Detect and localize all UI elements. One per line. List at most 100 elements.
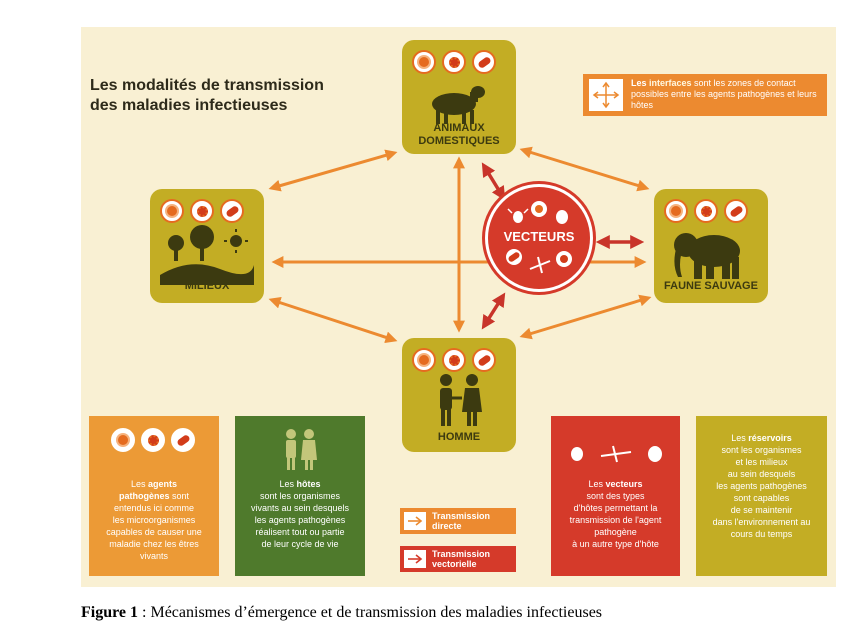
interfaces-bold: interfaces (649, 78, 692, 88)
virus-icon (190, 199, 214, 223)
bacteria-icon (724, 199, 748, 223)
bug-icon (648, 446, 662, 462)
agents-line-7: maladie chez les êtres (109, 539, 199, 549)
info-agents-text: Les agents pathogènes sont entendus ici … (95, 478, 213, 562)
germ-icon (111, 428, 135, 452)
reservoirs-line-0: Les (731, 433, 749, 443)
agents-line-0: Les (130, 479, 148, 489)
reservoirs-line-2: sont les organismes (721, 445, 802, 455)
germ-icon (412, 50, 436, 74)
reservoirs-line-5: les agents pathogènes (716, 481, 807, 491)
bacteria-icon (171, 428, 195, 452)
virus-icon (442, 348, 466, 372)
agents-line-8: vivants (139, 551, 168, 561)
germ-icon (531, 201, 547, 217)
hotes-line-0: Les (279, 479, 297, 489)
info-hotes: Les hôtes sont les organismes vivants au… (235, 416, 365, 576)
hotes-line-4: les agents pathogènes (254, 515, 346, 525)
reservoirs-line-1: réservoirs (748, 433, 792, 443)
bacteria-icon (472, 50, 496, 74)
info-hotes-text: Les hôtes sont les organismes vivants au… (241, 478, 359, 550)
legend-vectorielle-text: Transmission vectorielle (432, 549, 490, 569)
vecteurs-line-4: transmission de l'agent (569, 515, 662, 525)
legend-transmission-directe: Transmission directe (400, 508, 516, 534)
people-icon (286, 429, 317, 470)
node-label-animaux-line2: DOMESTIQUES (418, 135, 500, 147)
info-vecteurs-text: Les vecteurs sont des types d'hôtes perm… (557, 478, 674, 550)
arrow-right-icon (404, 550, 426, 568)
virus-icon (694, 199, 718, 223)
diagram-title: Les modalités de transmission des maladi… (90, 76, 324, 116)
people-icon (440, 374, 482, 426)
arrow-milieux-animaux (268, 149, 398, 192)
vecteurs-line-6: à un autre type d'hôte (572, 539, 659, 549)
vector-icons (571, 445, 662, 463)
vecteurs-line-3: d'hôtes permettant la (573, 503, 658, 513)
legend-vectorielle-line1: Transmission (432, 549, 491, 559)
reservoirs-line-7: de se maintenir (730, 505, 793, 515)
pathogen-icons (160, 199, 244, 223)
virus-icon (442, 50, 466, 74)
interfaces-prefix: Les (631, 78, 650, 88)
agents-line-4: entendus ici comme (113, 503, 195, 513)
agents-line-1: agents (148, 479, 178, 489)
node-homme: HOMME (402, 338, 516, 452)
arrow-vecteurs-animaux (481, 162, 506, 201)
node-label-faune: FAUNE SAUVAGE (664, 280, 758, 292)
pathogen-icons (412, 50, 496, 74)
legend-transmission-vectorielle: Transmission vectorielle (400, 546, 516, 572)
reservoirs-line-4: au sein desquels (727, 469, 796, 479)
bacteria-icon (220, 199, 244, 223)
pathogen-icons (412, 348, 496, 372)
reservoirs-line-8: dans l'environnement au (712, 517, 811, 527)
bug-icon (556, 210, 568, 224)
info-agents-pathogenes: Les agents pathogènes sont entendus ici … (89, 416, 219, 576)
hotes-line-1: hôtes (296, 479, 321, 489)
agents-line-3: sont (169, 491, 190, 501)
bacteria-icon (472, 348, 496, 372)
node-label-homme: HOMME (437, 431, 481, 443)
hotes-line-2: sont les organismes (259, 491, 341, 501)
node-milieux: MILIEUX (150, 189, 264, 303)
reservoirs-line-6: sont capables (733, 493, 790, 503)
virus-icon (141, 428, 165, 452)
sheep-icon (432, 86, 485, 124)
arrow-vecteurs-homme (481, 292, 506, 330)
vecteurs-line-0: Les (588, 479, 606, 489)
agents-line-6: capables de causer une (106, 527, 202, 537)
caption-text: : Mécanismes d’émergence et de transmiss… (138, 604, 603, 621)
arrow-right-icon (404, 512, 426, 530)
vecteurs-line-5: pathogène (594, 527, 637, 537)
vecteurs-node: VECTEURS (488, 187, 590, 289)
pathogen-icons (111, 428, 195, 452)
node-animaux-domestiques: ANIMAUX DOMESTIQUES (402, 40, 516, 154)
interfaces-box: Les interfaces sont les zones de contact… (583, 74, 827, 116)
vecteurs-icons (506, 201, 572, 274)
figure-caption: Figure 1 : Mécanismes d’émergence et de … (81, 604, 602, 622)
legend-vectorielle-line2: vectorielle (432, 559, 477, 569)
bacteria-icon (506, 249, 522, 265)
caption-label: Figure 1 (81, 604, 139, 621)
info-reservoirs-text: Les réservoirs sont les organismes et le… (702, 432, 821, 540)
interfaces-text: Les interfaces sont les zones de contact… (631, 78, 823, 111)
virus-icon (556, 251, 572, 267)
title-line-2: des maladies infectieuses (90, 97, 288, 114)
legend-directe-line1: Transmission (432, 511, 491, 521)
mosquito-icon (529, 256, 551, 274)
node-label-animaux-line1: ANIMAUX (433, 122, 485, 134)
hotes-line-3: vivants au sein desquels (250, 503, 350, 513)
germ-icon (664, 199, 688, 223)
vecteurs-label: VECTEURS (503, 229, 575, 244)
germ-icon (160, 199, 184, 223)
vecteurs-line-2: sont des types (586, 491, 645, 501)
germ-icon (412, 348, 436, 372)
reservoirs-line-3: et les milieux (735, 457, 788, 467)
title-line-1: Les modalités de transmission (90, 77, 324, 94)
legend-directe-text: Transmission directe (432, 511, 490, 531)
node-label-animaux: ANIMAUX DOMESTIQUES (402, 122, 516, 148)
interfaces-rest: sont les zones de contact possibles entr… (631, 78, 817, 110)
hotes-line-6: de leur cycle de vie (261, 539, 339, 549)
four-way-arrow-icon (589, 79, 623, 111)
legend-directe-line2: directe (432, 521, 462, 531)
arrow-animaux-faune (519, 146, 650, 192)
